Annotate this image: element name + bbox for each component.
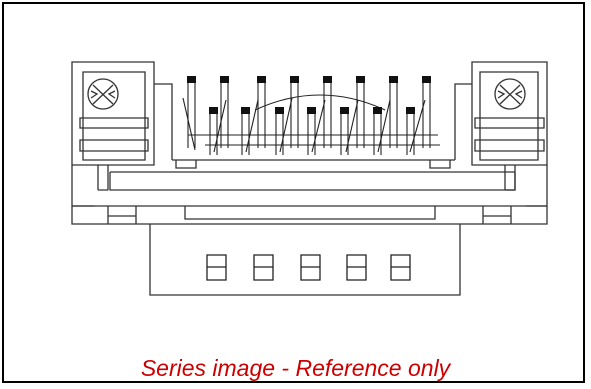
solder-tabs <box>206 254 411 281</box>
x-mark-icon <box>87 78 119 110</box>
contact-pins <box>182 80 440 155</box>
pin-tips <box>187 76 431 114</box>
series-image-caption: Series image - Reference only <box>140 355 451 381</box>
left-mounting-ear <box>71 61 173 207</box>
connector-body <box>71 159 548 296</box>
x-mark-icon <box>494 78 526 110</box>
right-mounting-ear <box>454 61 548 207</box>
image-frame <box>2 2 585 383</box>
